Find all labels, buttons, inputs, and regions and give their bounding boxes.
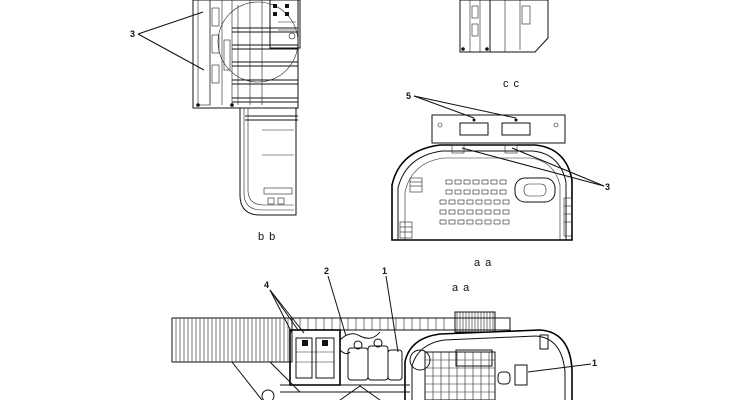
svg-text:4: 4 bbox=[264, 280, 269, 290]
callout-main-2: 2 bbox=[324, 266, 347, 337]
callout-bb-3: 3 bbox=[130, 11, 205, 71]
svg-text:2: 2 bbox=[324, 266, 329, 276]
view-label-aa-lower: a a bbox=[452, 282, 470, 294]
svg-text:1: 1 bbox=[382, 266, 387, 276]
main-assembly-drawing bbox=[171, 311, 573, 400]
view-label-bb: b b bbox=[258, 231, 276, 243]
view-label-aa-upper: a a bbox=[474, 257, 492, 269]
svg-text:5: 5 bbox=[406, 91, 411, 101]
callout-main-1-right: 1 bbox=[527, 358, 597, 373]
svg-text:1: 1 bbox=[592, 358, 597, 368]
callout-aa-3: 3 bbox=[461, 147, 610, 192]
callout-main-4: 4 bbox=[264, 280, 305, 334]
callout-main-1-top: 1 bbox=[382, 266, 399, 353]
view-aa-drawing bbox=[391, 114, 573, 241]
view-bb-drawing bbox=[192, 0, 301, 216]
view-cc-drawing bbox=[459, 0, 549, 53]
view-label-cc: c c bbox=[503, 78, 520, 90]
svg-text:3: 3 bbox=[605, 182, 610, 192]
callout-aa-5: 5 bbox=[406, 91, 517, 119]
svg-text:3: 3 bbox=[130, 29, 135, 39]
